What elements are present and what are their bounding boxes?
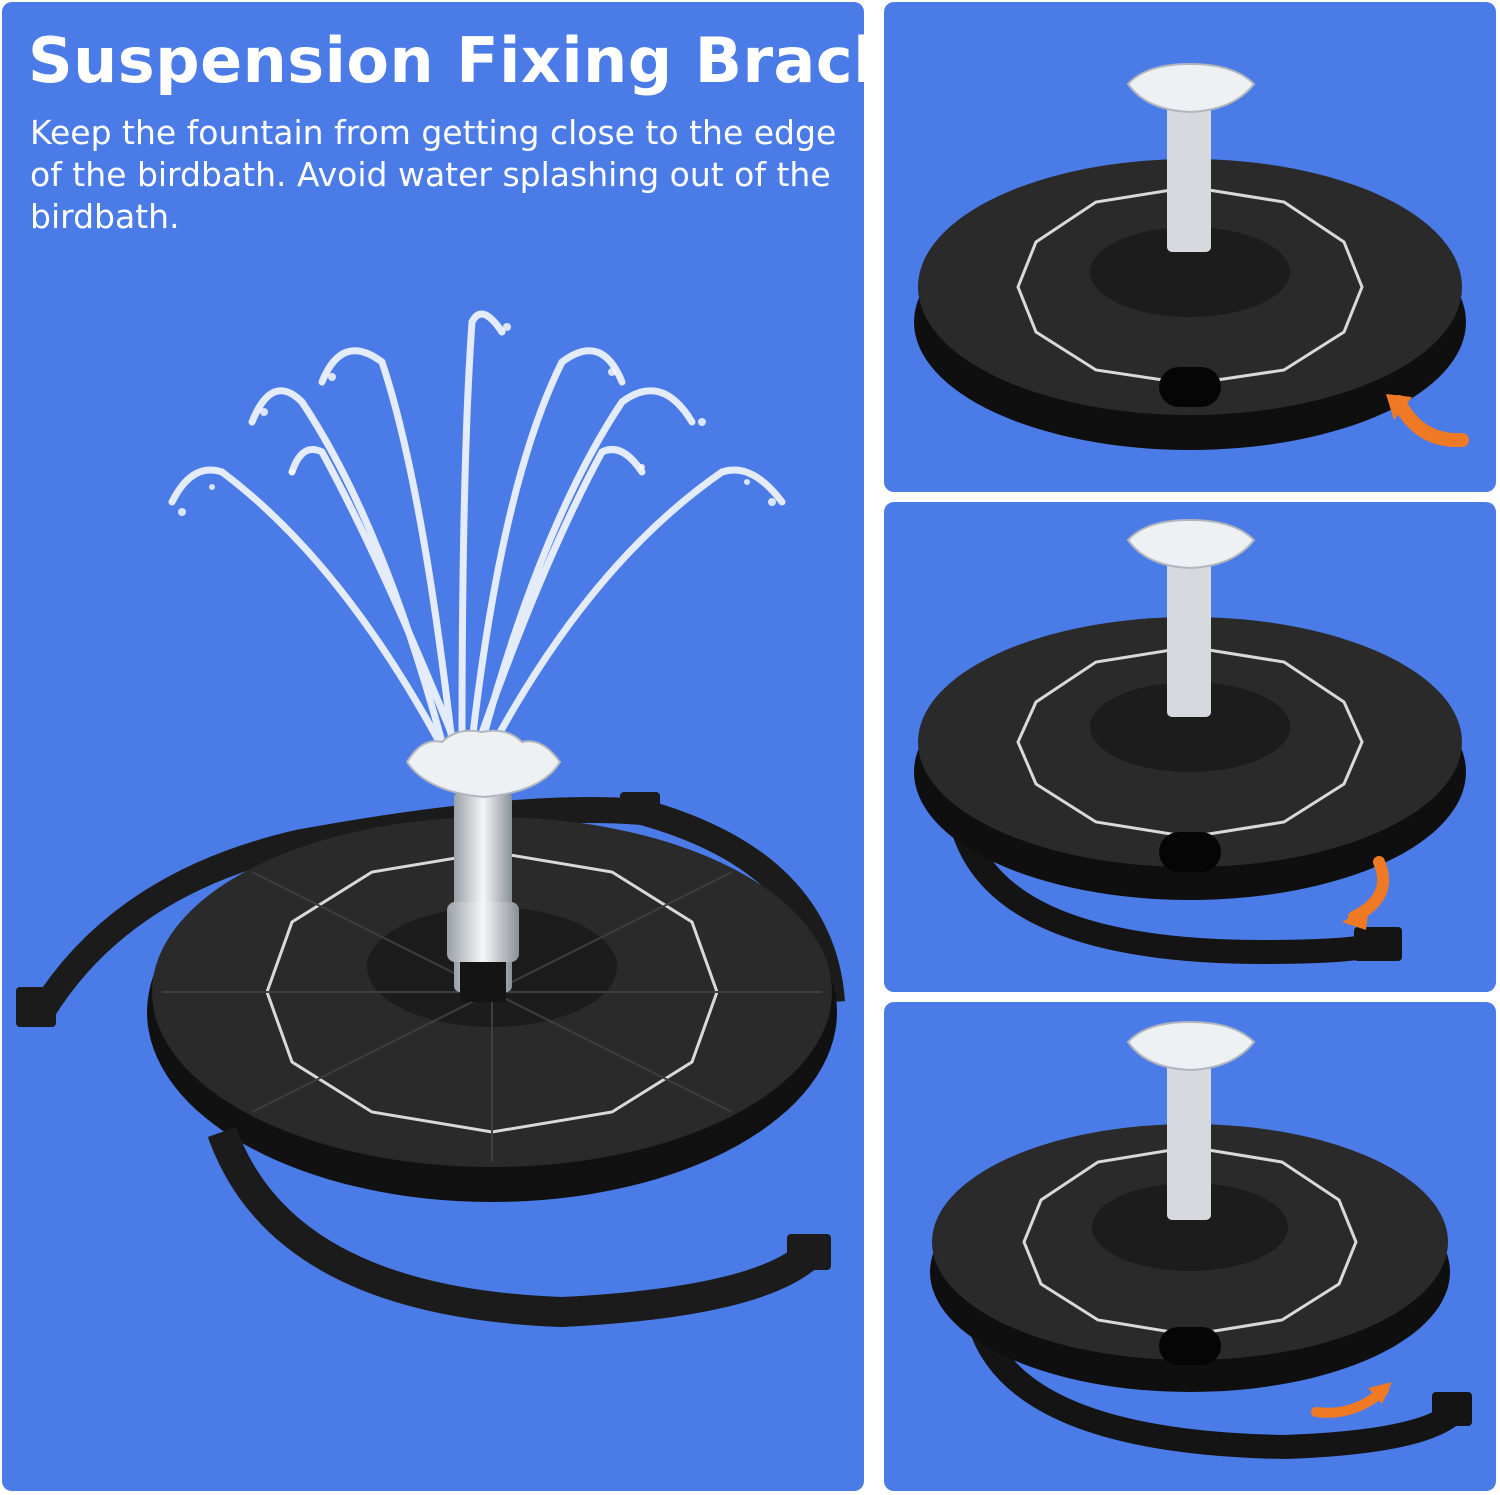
water-spray	[168, 310, 786, 751]
fountain-bracket-extended-illustration	[930, 1020, 1472, 1460]
description-text: Keep the fountain from getting close to …	[30, 113, 837, 236]
water-droplets	[178, 323, 776, 516]
page-title: Suspension Fixing Bracket	[28, 24, 864, 97]
step-panel-1	[884, 2, 1496, 492]
main-panel: Suspension Fixing Bracket Keep the fount…	[2, 2, 864, 1491]
step-panel-3	[884, 1002, 1496, 1491]
fountain-bracket-rotating-illustration	[914, 518, 1466, 965]
step-panel-2	[884, 502, 1496, 992]
orange-curved-arrow	[1392, 395, 1469, 448]
fountain-bracket-folded-illustration	[914, 62, 1469, 450]
fountain-nozzle	[405, 729, 562, 1002]
bracket-front	[207, 1126, 823, 1328]
solar-fountain-illustration	[16, 310, 845, 1328]
